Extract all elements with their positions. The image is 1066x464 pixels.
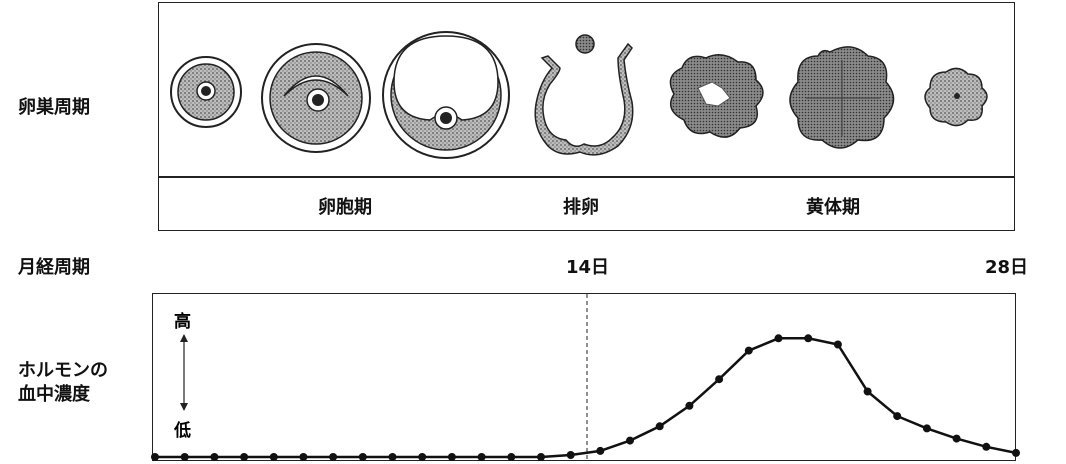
hormone-data-point xyxy=(863,387,872,396)
ovulation-icon xyxy=(534,34,634,156)
hormone-data-point xyxy=(1012,448,1020,457)
arrow-down-icon xyxy=(180,403,188,411)
hormone-data-point xyxy=(833,340,842,349)
hormone-data-point xyxy=(715,375,724,384)
hormone-label-line2: 血中濃度 xyxy=(18,384,90,405)
menstrual-cycle-label: 月経周期 xyxy=(18,257,90,278)
hormone-data-point xyxy=(566,451,575,459)
hormone-data-point xyxy=(269,453,278,461)
hormone-data-point xyxy=(655,422,664,431)
ovulation-label: 排卵 xyxy=(563,197,599,218)
hormone-data-point xyxy=(477,453,486,461)
corpus-albicans-icon xyxy=(924,67,988,127)
hormone-data-point xyxy=(329,453,338,461)
hormone-data-point xyxy=(299,453,308,461)
hormone-data-point xyxy=(388,453,397,461)
hormone-data-point xyxy=(804,334,813,343)
hormone-data-point xyxy=(180,453,189,461)
hormone-data-point xyxy=(893,412,902,421)
corpus-luteum-icon xyxy=(789,46,895,149)
day-28-label: 28日 xyxy=(985,257,1029,278)
ovary-cycle-label: 卵巣周期 xyxy=(18,97,90,118)
hormone-data-point xyxy=(922,424,931,433)
hormone-data-point xyxy=(982,442,991,451)
hormone-data-point xyxy=(358,453,367,461)
hormone-data-point xyxy=(447,453,456,461)
secondary-follicle-icon xyxy=(261,43,371,153)
hormone-data-point xyxy=(240,453,249,461)
hormone-data-point xyxy=(626,436,634,445)
day-14-label: 14日 xyxy=(566,257,610,278)
hormone-data-point xyxy=(774,334,783,343)
corpus-luteum-forming-icon xyxy=(669,54,764,138)
hormone-data-point xyxy=(418,453,427,461)
luteal-phase-label: 黄体期 xyxy=(806,197,860,218)
high-label: 高 xyxy=(174,311,191,332)
hormone-label-line1: ホルモンの xyxy=(18,360,108,381)
hormone-data-point xyxy=(210,453,219,461)
hormone-data-point xyxy=(537,453,545,461)
hormone-data-point xyxy=(952,434,961,443)
phase-divider xyxy=(158,176,1015,178)
hormone-data-point xyxy=(151,453,159,461)
follicular-phase-label: 卵胞期 xyxy=(318,197,372,218)
ovary-cycle-panel xyxy=(158,2,1015,231)
hormone-graph-panel xyxy=(152,293,1016,461)
hormone-data-point xyxy=(685,401,694,410)
primary-follicle-icon xyxy=(170,56,242,128)
arrow-up-icon xyxy=(180,334,188,342)
mature-follicle-icon xyxy=(382,31,510,159)
hormone-data-point xyxy=(596,446,605,455)
hormone-series-line xyxy=(155,337,1017,459)
hormone-data-point xyxy=(744,346,753,355)
hormone-data-point xyxy=(507,453,516,461)
low-label: 低 xyxy=(173,420,191,441)
